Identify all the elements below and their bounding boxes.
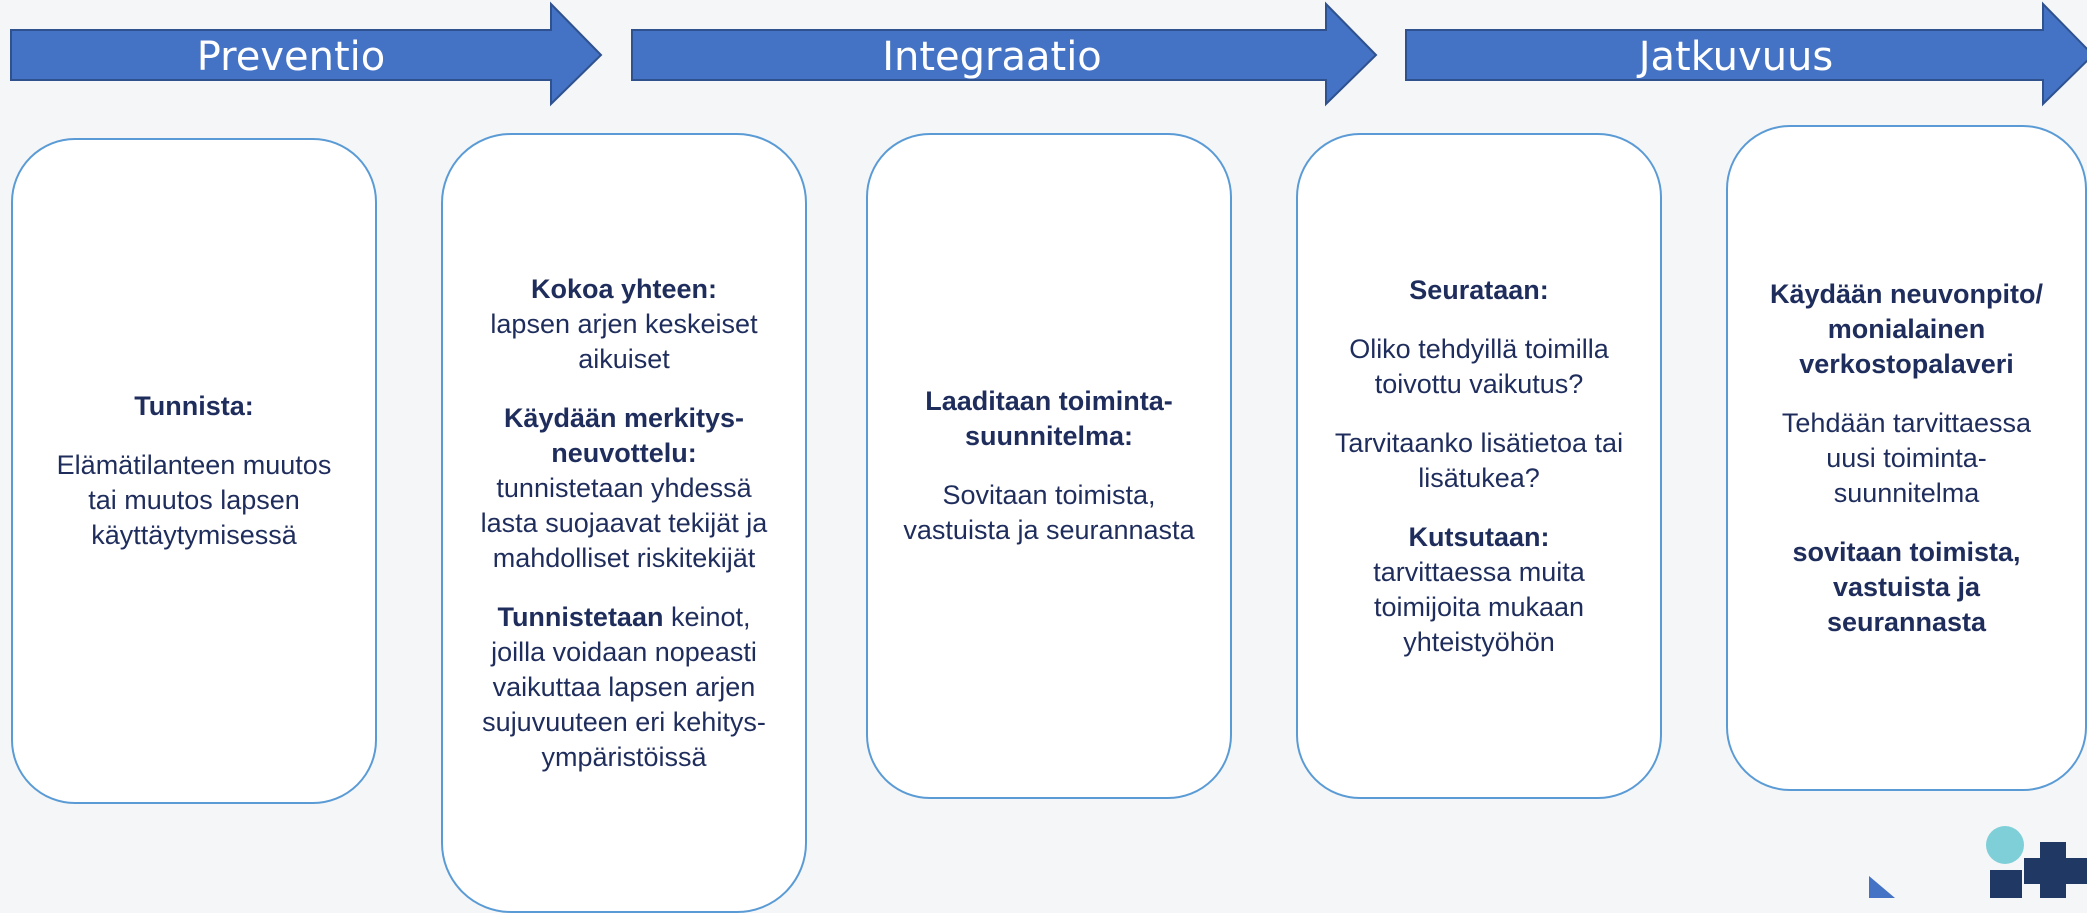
card-heading: Seurataan: [1409, 274, 1549, 305]
card-text: lapsen arjen keskeiset aikuiset [490, 308, 758, 374]
card-heading: sovitaan toimista, vastuista ja seuranna… [1792, 536, 2021, 637]
card-text: tunnistetaan yhdessä lasta suojaavat tek… [480, 472, 768, 573]
card-block: Kutsutaan: tarvittaessa muita toimijoita… [1326, 520, 1632, 660]
phase-label-jatkuvuus: Jatkuvuus [1638, 34, 1834, 80]
card-kokoa-yhteen: Kokoa yhteen: lapsen arjen keskeiset aik… [441, 133, 807, 913]
card-text: tarvittaessa muita toimijoita mukaan yht… [1373, 556, 1585, 657]
phase-label-integraatio: Integraatio [882, 34, 1102, 80]
card-heading: Tunnista: [134, 391, 254, 421]
arrow-preventio [10, 1, 603, 107]
card-text: Sovitaan toimista, vastuista ja seuranna… [903, 480, 1195, 545]
card-heading: Käydään neuvonpito/ monialainen verkosto… [1769, 278, 2044, 379]
card-heading: Laaditaan toiminta-suunnitelma: [925, 386, 1173, 451]
card-block: Kokoa yhteen: lapsen arjen keskeiset aik… [471, 272, 777, 377]
card-text: Tehdään tarvittaessa uusi toiminta-suunn… [1781, 407, 2032, 508]
card-neuvonpito: Käydään neuvonpito/ monialainen verkosto… [1726, 125, 2087, 791]
card-block: Käydään merkitys-neuvottelu: tunnistetaa… [471, 401, 777, 576]
card-text: Elämätilanteen muutos tai muutos lapsen … [56, 450, 332, 550]
card-tunnista: Tunnista: Elämätilanteen muutos tai muut… [11, 138, 377, 804]
card-seurataan: Seurataan: Oliko tehdyillä toimilla toiv… [1296, 133, 1662, 799]
card-block: Tunnistetaan keinot, joilla voidaan nope… [471, 600, 777, 775]
card-text: Tarvitaanko lisätietoa tai lisätukea? [1334, 427, 1624, 493]
card-heading: Kokoa yhteen: [530, 273, 718, 304]
card-text: Oliko tehdyillä toimilla toivottu vaikut… [1349, 333, 1609, 399]
phase-label-preventio: Preventio [196, 34, 386, 80]
card-heading: Tunnistetaan [497, 601, 664, 632]
card-toimintasuunnitelma: Laaditaan toiminta-suunnitelma: Sovitaan… [866, 133, 1232, 799]
card-heading: Käydään merkitys-neuvottelu: [503, 402, 745, 468]
card-heading: Kutsutaan: [1408, 521, 1550, 552]
card-text: keinot, joilla voidaan nopeasti vaikutta… [482, 601, 766, 772]
arrow-integraatio [631, 1, 1378, 107]
arrow-jatkuvuus [1405, 1, 2087, 107]
